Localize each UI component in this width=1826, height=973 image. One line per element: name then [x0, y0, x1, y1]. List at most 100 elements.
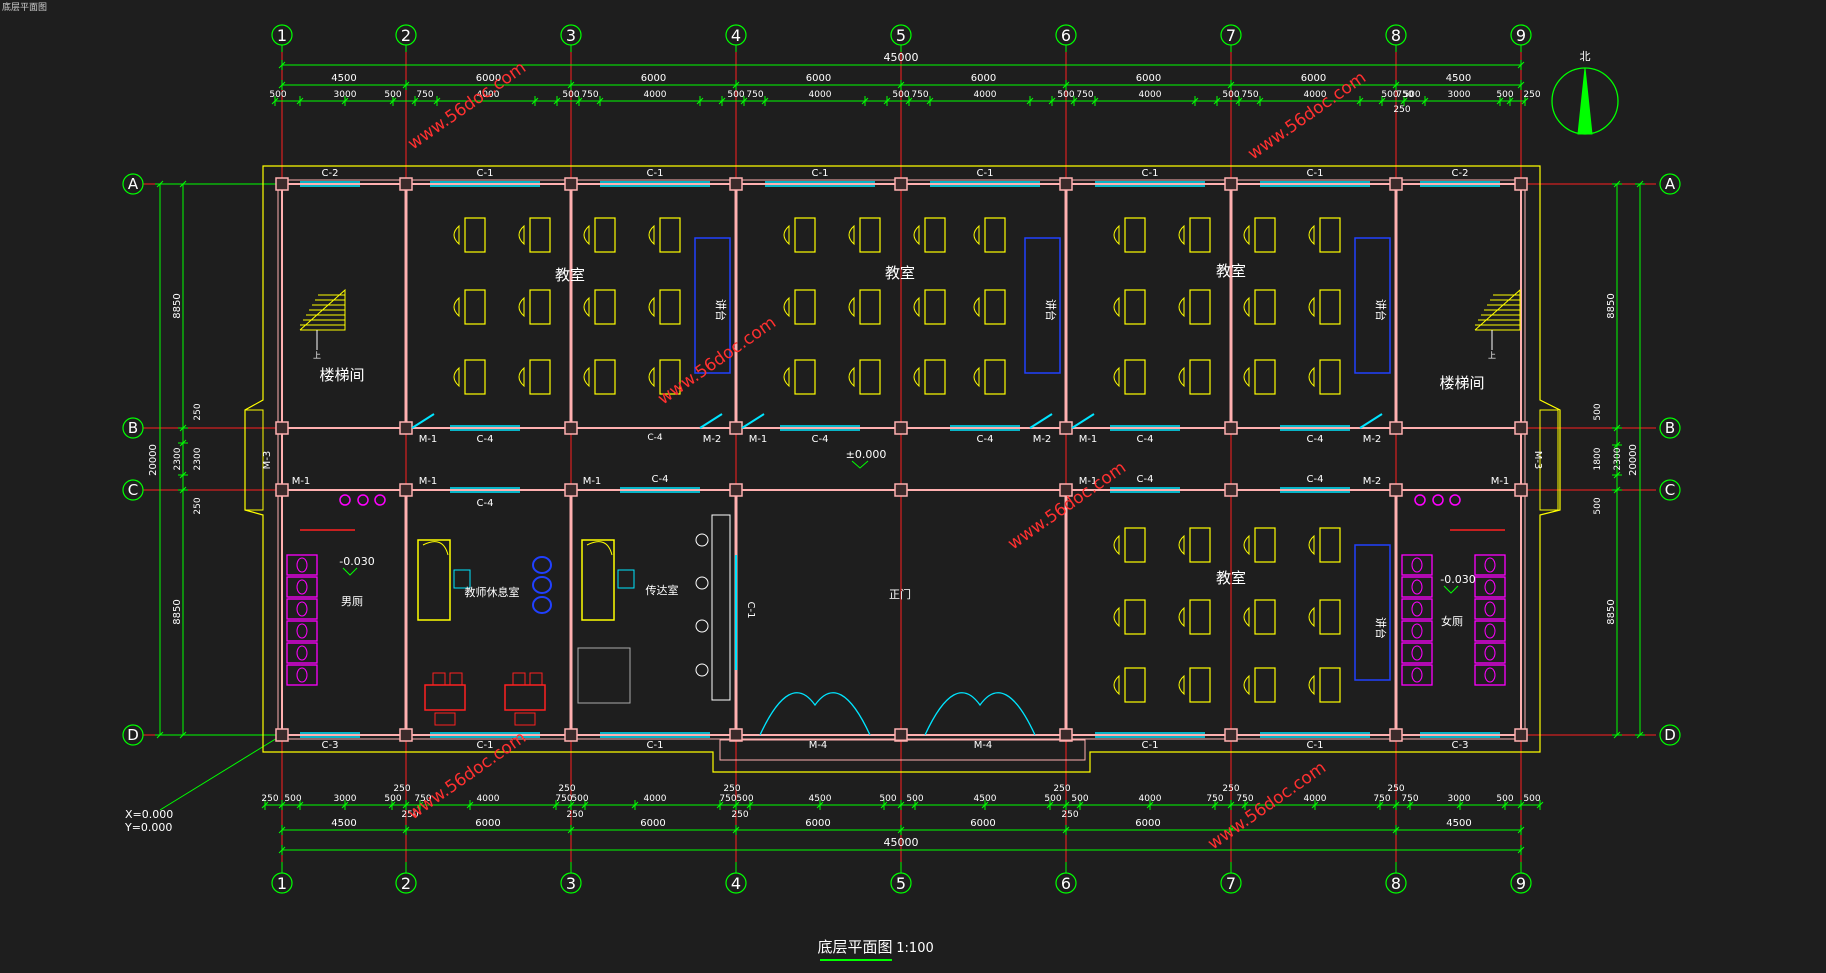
dim-slash	[1256, 97, 1264, 105]
dim-slash	[1521, 97, 1529, 105]
chair	[453, 224, 460, 246]
drawing-tab[interactable]: 底层平面图	[2, 3, 48, 13]
origin-leader	[159, 734, 283, 811]
grid-bubble-label: 4	[731, 874, 741, 893]
grid-bubble-7	[1220, 872, 1242, 894]
dim-slash	[341, 97, 349, 105]
dim-value: 1800	[1593, 447, 1603, 470]
chair	[1243, 296, 1250, 318]
furniture	[286, 217, 1521, 726]
grid-bubble-9	[1510, 24, 1532, 46]
stool	[695, 619, 709, 633]
chair	[913, 224, 920, 246]
desk	[1124, 359, 1146, 395]
dim-slash	[1501, 801, 1509, 809]
dim-detail-value: 4000	[477, 794, 500, 804]
dim-value: 6000	[805, 818, 830, 829]
sofa	[581, 539, 615, 621]
room-label-womens-toilet: 女厕	[1441, 614, 1463, 628]
dim-detail-value: 250	[1222, 784, 1239, 794]
dim-slash	[696, 97, 704, 105]
door-label: M-1	[749, 434, 768, 445]
dim-value: 6000	[640, 818, 665, 829]
structural-column	[894, 177, 908, 191]
side-table	[617, 569, 635, 589]
dim-slash	[389, 97, 397, 105]
dim-slash	[1356, 97, 1364, 105]
stool	[695, 663, 709, 677]
dim-slash	[402, 801, 410, 809]
room-label-stairs: 楼梯间	[1439, 374, 1484, 392]
grid-bubble-B	[1659, 417, 1681, 439]
grid-bubble-A	[1659, 173, 1681, 195]
toilet-bowl	[1411, 601, 1423, 617]
desk	[659, 289, 681, 325]
window-label: C-1	[812, 168, 829, 179]
dim-slash	[402, 81, 410, 89]
dim-slash	[718, 97, 726, 105]
window-label: C-3	[1452, 740, 1469, 751]
dim-slash	[1456, 801, 1464, 809]
dim-slash	[926, 97, 934, 105]
structural-column	[894, 728, 908, 742]
dim-value: 8850	[172, 599, 183, 624]
chair	[518, 296, 525, 318]
grid-bubble-2	[395, 872, 417, 894]
water-dispenser	[532, 576, 552, 594]
grid-bubble-4	[725, 872, 747, 894]
chair	[583, 366, 590, 388]
dim-slash	[531, 97, 539, 105]
structural-column	[1224, 483, 1238, 497]
dim-slash	[1392, 826, 1400, 834]
grid-bubble-label: 5	[896, 26, 906, 45]
desk	[1319, 217, 1341, 253]
desk	[1124, 599, 1146, 635]
water-dispenser	[532, 596, 552, 614]
door-label: M-3	[262, 451, 273, 470]
toilet-level: -0.030	[339, 555, 374, 568]
dim-detail-value: 750	[414, 794, 431, 804]
side-table	[453, 569, 471, 589]
desk	[1124, 217, 1146, 253]
chair	[583, 224, 590, 246]
dim-detail-value: 4000	[974, 90, 997, 100]
dim-slash	[1406, 801, 1414, 809]
stair-up-label: 上	[313, 351, 321, 360]
bed	[577, 647, 631, 704]
chair	[783, 366, 790, 388]
room-label-classroom: 教室	[1216, 262, 1246, 280]
chair	[648, 224, 655, 246]
toilet-bowl	[1484, 579, 1496, 595]
wash-basin	[339, 494, 351, 506]
dim-slash	[179, 424, 187, 432]
watermark: www.56doc.com	[1204, 758, 1330, 854]
grid-bubble-label: A	[128, 175, 139, 193]
reception-counter	[711, 514, 731, 701]
desk	[464, 289, 486, 325]
dim-detail-value: 500	[1403, 90, 1420, 100]
dim-detail-value: 750	[1076, 90, 1093, 100]
toilet-stall	[1401, 576, 1433, 598]
dim-detail-value: 750	[555, 794, 572, 804]
dim-slash	[278, 801, 286, 809]
window-label: C-1	[1307, 740, 1324, 751]
window-label: C-4	[977, 434, 994, 445]
dim-detail-value: 3000	[1448, 90, 1471, 100]
chair	[1113, 606, 1120, 628]
dim-value: 500	[1593, 497, 1603, 514]
structural-column	[275, 177, 289, 191]
window-label: C-1	[477, 168, 494, 179]
grid-bubble-label: C	[1665, 481, 1675, 499]
desk	[924, 359, 946, 395]
platform-desk	[694, 237, 731, 374]
room-label-platform: 讲台	[1374, 299, 1388, 321]
wash-basin	[1432, 494, 1444, 506]
desk	[464, 217, 486, 253]
desk	[1124, 289, 1146, 325]
dim-detail-value: 3000	[334, 794, 357, 804]
desk	[1124, 527, 1146, 563]
grid-bubble-2	[395, 24, 417, 46]
dim-slash	[278, 826, 286, 834]
dim-detail-value: 500	[736, 794, 753, 804]
door-label: M-2	[703, 434, 722, 445]
